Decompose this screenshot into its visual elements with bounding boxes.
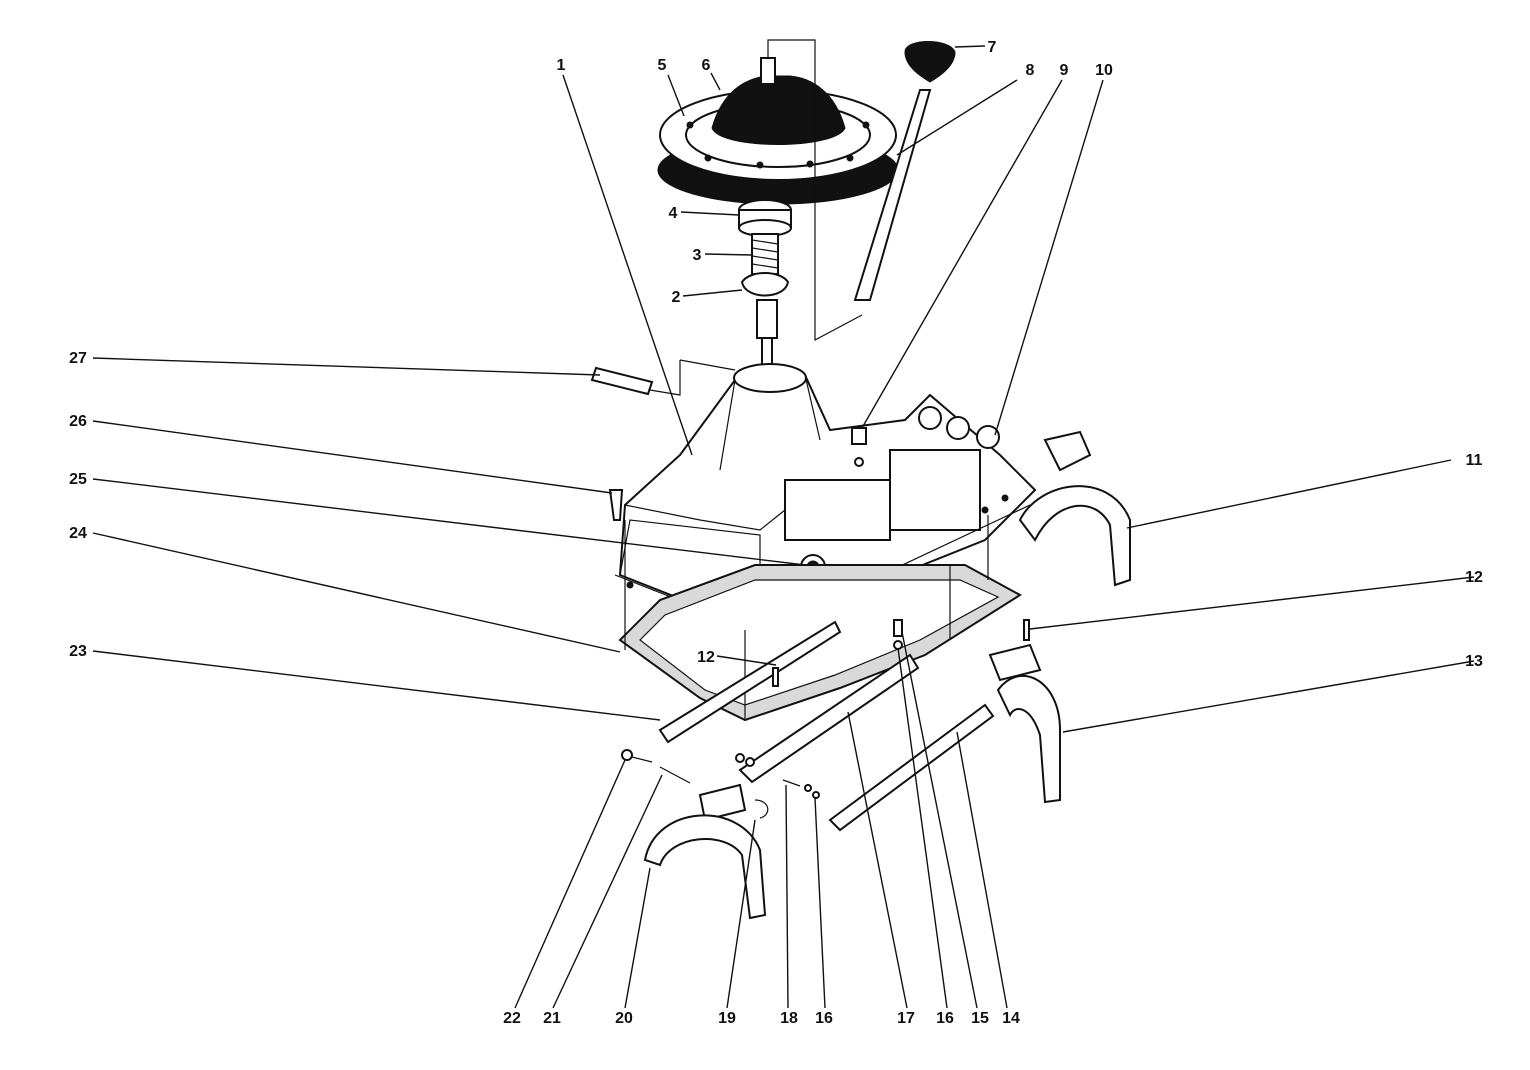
housing-bolt bbox=[608, 489, 624, 521]
callout-12-left: 12 bbox=[697, 649, 715, 666]
callout-13: 13 bbox=[1465, 653, 1483, 670]
callout-3: 3 bbox=[693, 247, 702, 264]
callout-17: 17 bbox=[897, 1010, 915, 1027]
callout-16-right: 16 bbox=[936, 1010, 954, 1027]
shift-rod-23 bbox=[658, 620, 842, 744]
callout-24: 24 bbox=[69, 525, 87, 542]
dust-boot bbox=[657, 57, 899, 205]
shift-rods bbox=[658, 620, 995, 832]
callout-5: 5 bbox=[658, 57, 667, 74]
callout-20: 20 bbox=[615, 1010, 633, 1027]
callout-19: 19 bbox=[718, 1010, 736, 1027]
callout-7: 7 bbox=[988, 39, 997, 56]
callout-22: 22 bbox=[503, 1010, 521, 1027]
callout-21: 21 bbox=[543, 1010, 561, 1027]
shift-housing bbox=[614, 363, 1037, 633]
part-drawings bbox=[590, 39, 1131, 920]
shift-rod-14 bbox=[828, 703, 995, 832]
callout-labels: 1 2 3 4 5 6 7 8 9 10 11 12 12 13 14 15 1… bbox=[69, 39, 1483, 1027]
shift-fork-20 bbox=[643, 783, 769, 920]
breather bbox=[851, 427, 867, 467]
spring-cup bbox=[740, 272, 790, 297]
callout-14: 14 bbox=[1002, 1010, 1020, 1027]
shift-knob bbox=[904, 41, 956, 83]
callout-26: 26 bbox=[69, 413, 87, 430]
callout-15: 15 bbox=[971, 1010, 989, 1027]
lever-seat bbox=[738, 199, 792, 237]
callout-23: 23 bbox=[69, 643, 87, 660]
callout-16-left: 16 bbox=[815, 1010, 833, 1027]
pin bbox=[590, 359, 736, 396]
shift-lever bbox=[853, 89, 932, 301]
shift-fork-11 bbox=[1018, 430, 1131, 587]
callout-6: 6 bbox=[702, 57, 711, 74]
callout-25: 25 bbox=[69, 471, 87, 488]
callout-1: 1 bbox=[557, 57, 566, 74]
callout-9: 9 bbox=[1060, 62, 1069, 79]
assembly-axis-line bbox=[767, 39, 863, 341]
callout-8: 8 bbox=[1026, 62, 1035, 79]
callout-12-right: 12 bbox=[1465, 569, 1483, 586]
lever-stem bbox=[756, 299, 778, 339]
plugs bbox=[918, 406, 1000, 449]
shift-rod-17 bbox=[738, 653, 920, 784]
callout-27: 27 bbox=[69, 350, 87, 367]
callout-10: 10 bbox=[1095, 62, 1113, 79]
callout-2: 2 bbox=[672, 289, 681, 306]
callout-11: 11 bbox=[1466, 452, 1483, 469]
shift-fork-13 bbox=[988, 643, 1061, 804]
callout-4: 4 bbox=[669, 205, 678, 222]
leader-lines bbox=[92, 45, 1475, 1009]
callout-18: 18 bbox=[780, 1010, 798, 1027]
lever-spring bbox=[751, 233, 779, 275]
